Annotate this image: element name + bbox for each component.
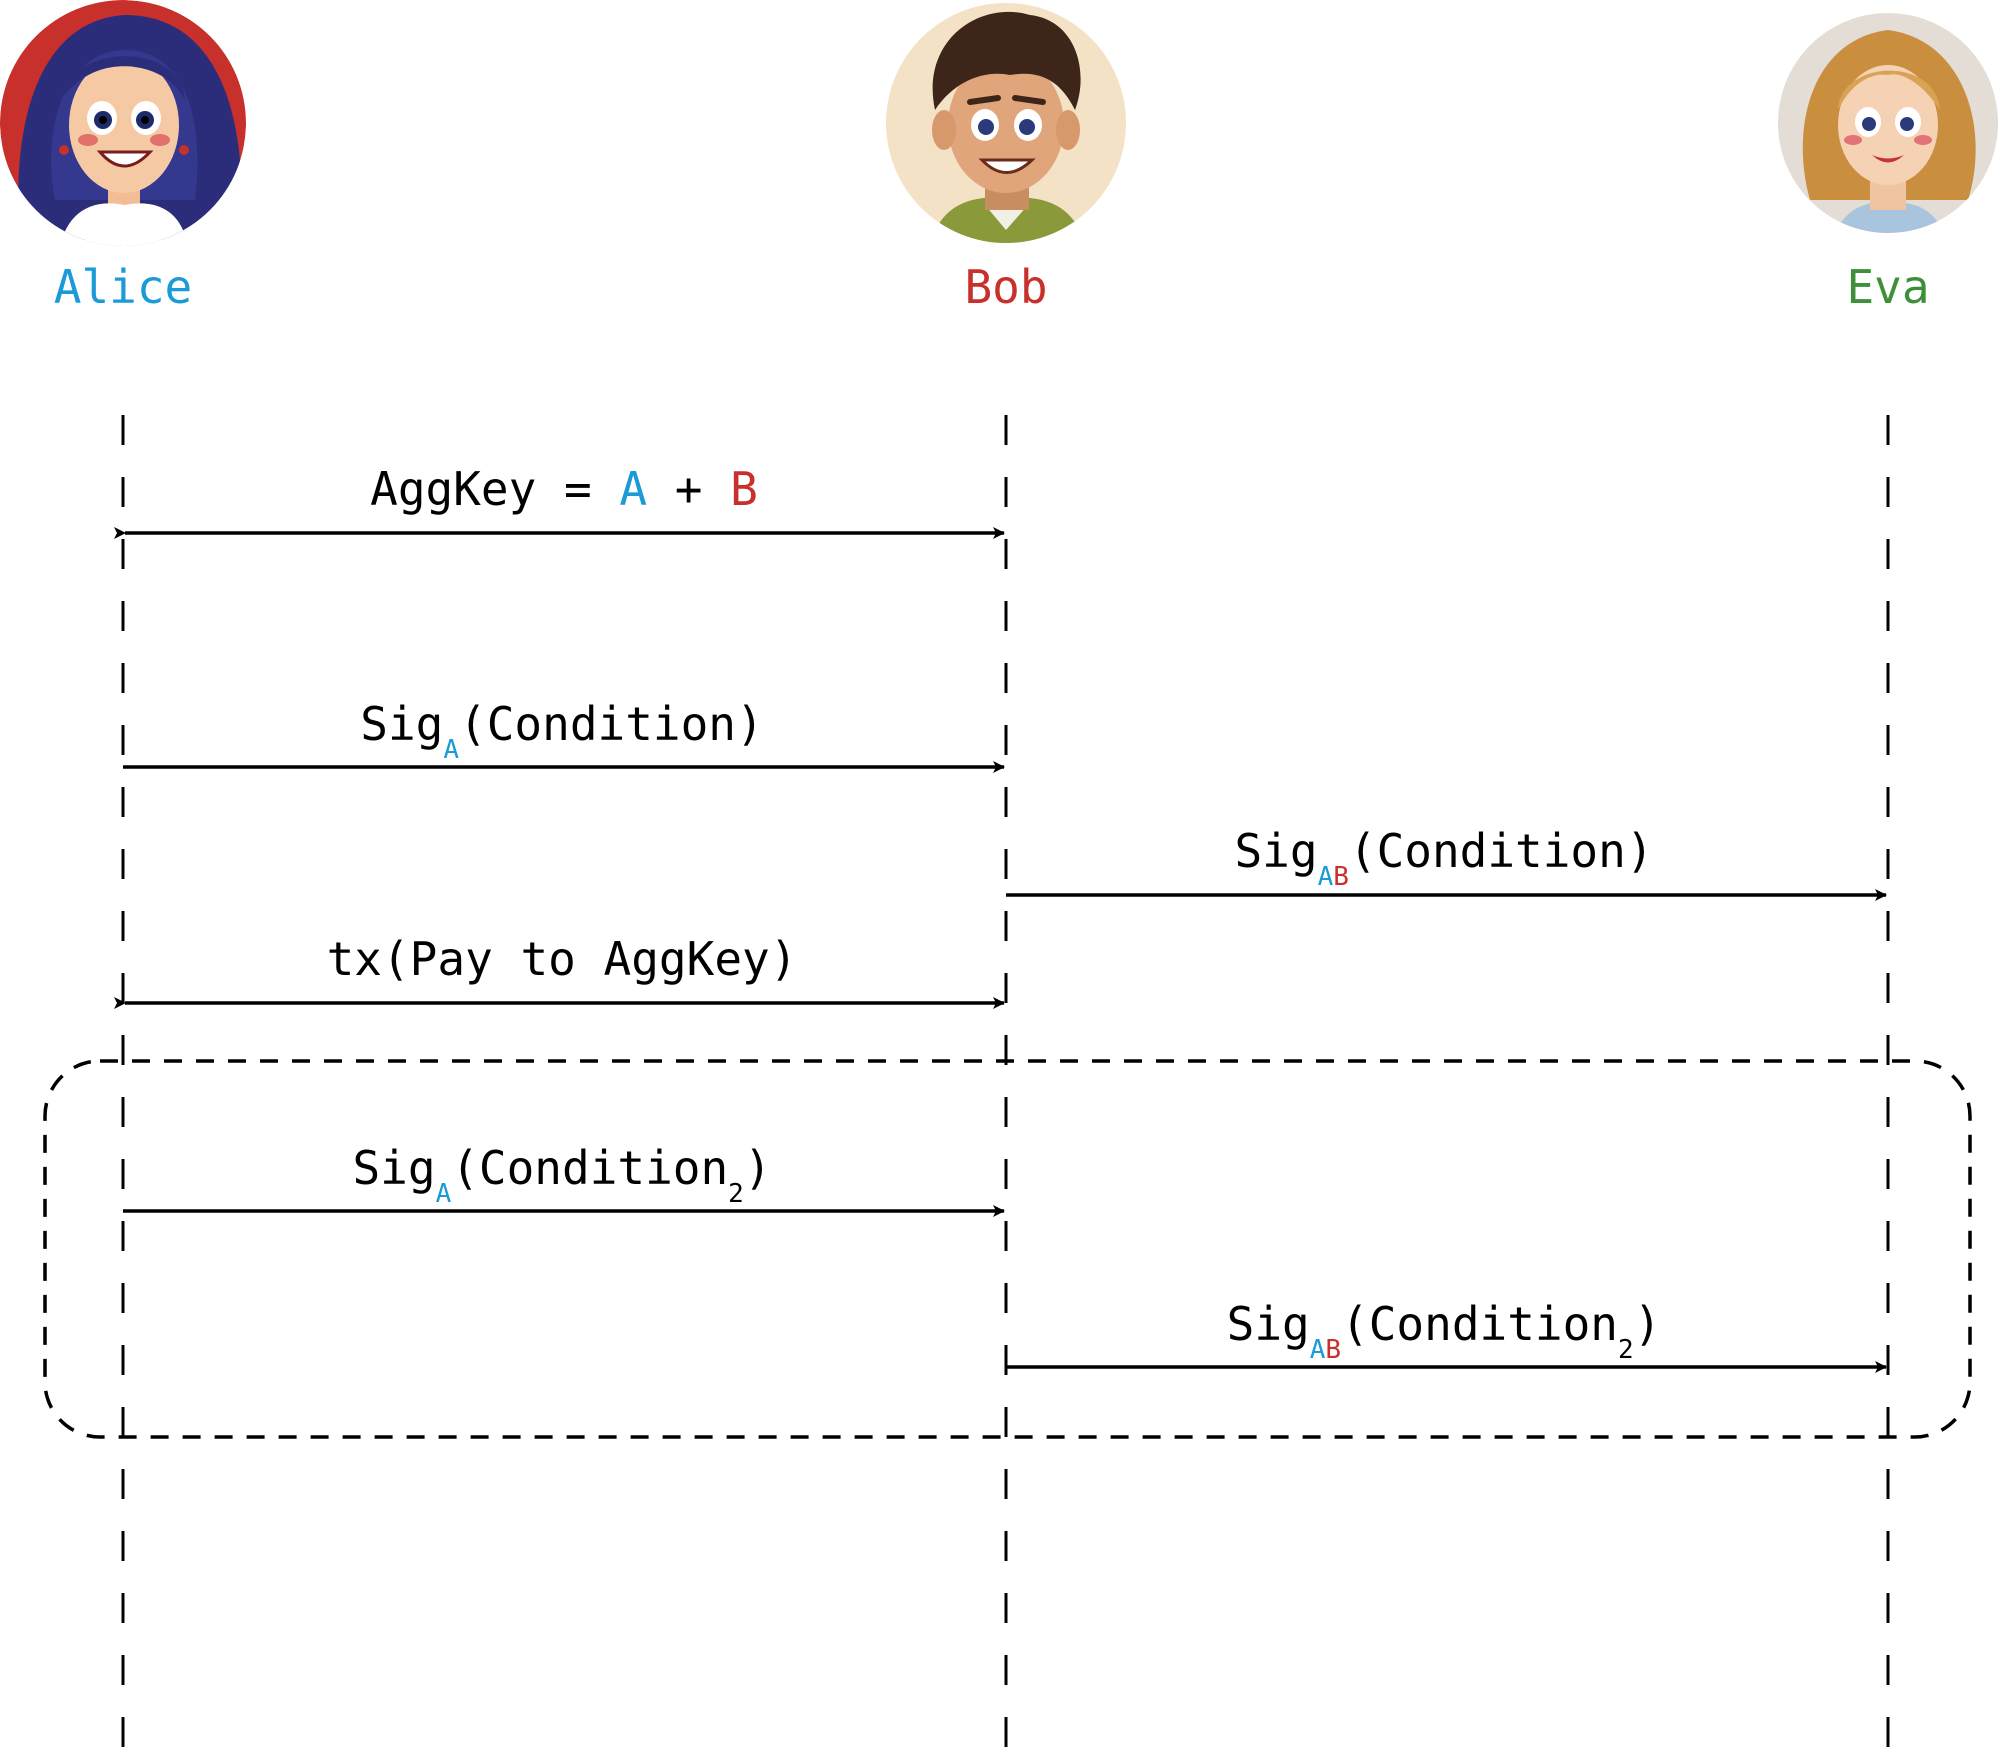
eva-avatar: [1778, 13, 1998, 233]
label-sig-ab-condition: SigAB(Condition): [1234, 824, 1653, 892]
label-sig-ab-condition2: SigAB(Condition2): [1227, 1297, 1662, 1365]
actor-name-eva: Eva: [1846, 260, 1929, 314]
bob-avatar: [886, 3, 1126, 243]
message-aggkey: AggKey = A + B: [114, 462, 1005, 539]
label-sig-a-condition: SigA(Condition): [360, 697, 763, 765]
message-sig-ab-condition2: SigAB(Condition2): [1006, 1297, 1887, 1373]
label-tx-pay-to-aggkey: tx(Pay to AggKey): [327, 932, 798, 986]
actor-name-bob: Bob: [964, 260, 1047, 314]
alice-avatar: [0, 0, 246, 246]
message-sig-ab-condition: SigAB(Condition): [1006, 824, 1887, 901]
message-tx-pay-to-aggkey: tx(Pay to AggKey): [114, 932, 1005, 1009]
lifelines: [121, 415, 1890, 1753]
repeat-group-box: [43, 1059, 1972, 1439]
message-sig-a-condition2: SigA(Condition2): [123, 1141, 1005, 1217]
message-sig-a-condition: SigA(Condition): [123, 697, 1005, 773]
actor-name-alice: Alice: [54, 260, 192, 314]
label-aggkey: AggKey = A + B: [370, 462, 758, 516]
label-sig-a-condition2: SigA(Condition2): [352, 1141, 771, 1209]
